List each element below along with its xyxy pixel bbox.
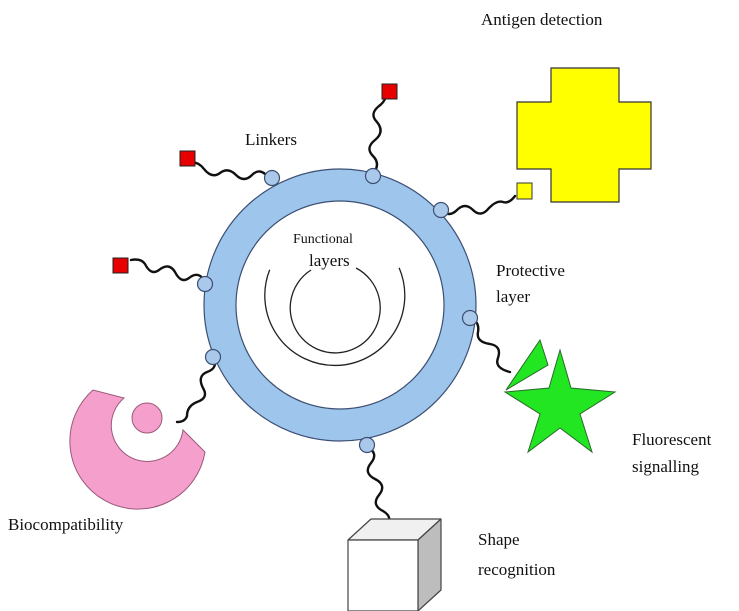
linker-beads <box>196 167 479 454</box>
antigen-receptor-square-icon <box>516 182 533 200</box>
linker-bead <box>461 309 479 327</box>
linker-bead <box>432 201 450 219</box>
linker-bottom-left <box>175 354 217 424</box>
label-functional-layers-line1: Functional <box>293 232 353 247</box>
protective-layer-ring <box>204 169 476 441</box>
functional-layer-arc-outer <box>264 267 406 367</box>
linker-bead <box>358 436 376 454</box>
antigen-marker-square-icon <box>179 150 196 167</box>
linker-bead <box>263 169 281 187</box>
fluorescent-receptor-wedge-icon <box>505 338 549 391</box>
label-protective-layer-line2: layer <box>496 287 530 306</box>
shape-recognition-cube-icon <box>347 518 442 611</box>
linker-bottom <box>365 445 391 527</box>
linker-bead <box>196 275 214 293</box>
linker-top-left <box>188 161 270 181</box>
label-functional-layers-line2: layers <box>309 251 350 270</box>
linker-right-lower <box>466 316 512 374</box>
linker-bead <box>204 348 222 366</box>
label-fluorescent-line1: Fluorescent <box>632 430 712 449</box>
linker-top <box>368 92 387 176</box>
biocompatibility-arc-shape-icon <box>69 389 206 510</box>
antigen-cross-shape-icon <box>516 67 652 203</box>
protective-layer-outer-edge <box>203 168 477 442</box>
antigen-marker-square-icon <box>112 257 129 274</box>
linker-left <box>129 258 207 284</box>
cube-front-face <box>347 539 419 611</box>
protective-layer-inner-edge <box>235 200 445 410</box>
antigen-marker-square-icon <box>381 83 398 100</box>
label-fluorescent-line2: signalling <box>632 457 700 476</box>
label-protective-layer-line1: Protective <box>496 261 565 280</box>
linker-bead <box>364 167 382 185</box>
linker-right-upper <box>439 194 517 216</box>
fluorescent-star-shape-icon <box>503 348 617 454</box>
label-shape-line2: recognition <box>478 560 556 579</box>
biocompatibility-bead-icon <box>131 402 163 434</box>
label-linkers: Linkers <box>245 130 297 149</box>
functional-layer-arc-inner <box>289 267 381 354</box>
label-biocompatibility: Biocompatibility <box>8 515 124 534</box>
label-antigen-detection: Antigen detection <box>481 10 603 29</box>
linkers <box>129 92 517 527</box>
label-shape-line1: Shape <box>478 530 520 549</box>
